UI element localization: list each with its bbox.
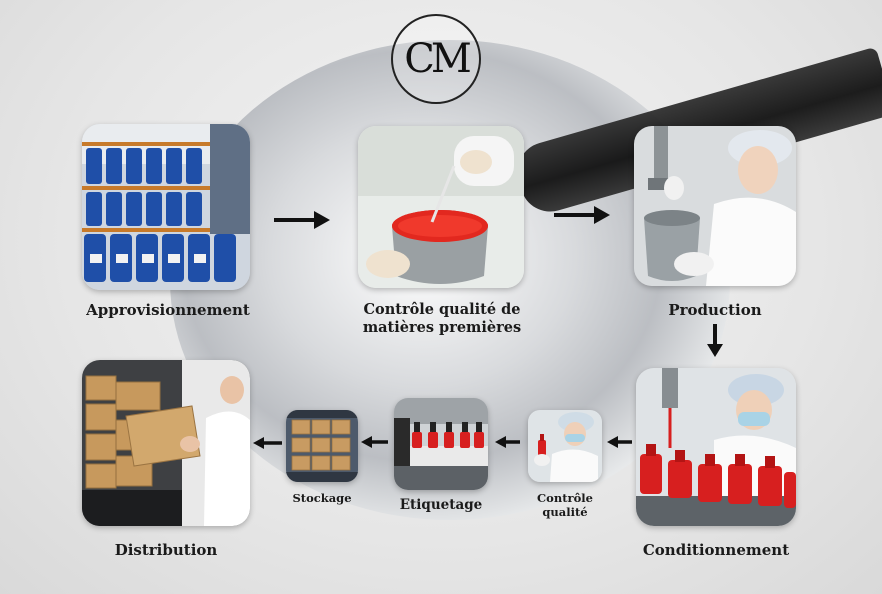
step-controle-matieres-label-line2: matières premières bbox=[362, 319, 522, 337]
step-controle-qualite-image bbox=[528, 410, 602, 482]
arrow-production-to-conditionnement bbox=[707, 324, 723, 357]
step-approvisionnement-image bbox=[82, 124, 250, 290]
arrow-stockage-to-distribution bbox=[253, 437, 282, 449]
step-controle-matieres-label-line1: Contrôle qualité de bbox=[363, 301, 521, 318]
logo-text: CM bbox=[404, 36, 472, 82]
step-etiquetage-label: Etiquetage bbox=[399, 497, 483, 513]
step-controle-qualite-label-line1: Contrôle bbox=[537, 491, 593, 505]
step-controle-matieres-image bbox=[358, 126, 524, 288]
arrow-controle-to-production bbox=[554, 206, 610, 224]
step-approvisionnement-label: Approvisionnement bbox=[86, 301, 250, 319]
step-conditionnement-label: Conditionnement bbox=[642, 541, 790, 559]
step-stockage-image bbox=[286, 410, 358, 482]
step-controle-matieres-label: Contrôle qualité de matières premières bbox=[350, 301, 534, 337]
step-controle-qualite-label-line2: qualité bbox=[542, 505, 588, 520]
step-conditionnement-image bbox=[636, 368, 796, 526]
brand-logo: CM bbox=[391, 14, 481, 104]
step-distribution-image bbox=[82, 360, 250, 526]
arrow-approvisionnement-to-controle bbox=[274, 211, 330, 229]
step-production-image bbox=[634, 126, 796, 286]
step-stockage-label: Stockage bbox=[292, 491, 352, 505]
arrow-controle-qualite-to-etiquetage bbox=[495, 436, 520, 448]
step-production-label: Production bbox=[668, 301, 762, 319]
step-controle-qualite-label: Contrôle qualité bbox=[520, 491, 610, 520]
step-etiquetage-image bbox=[394, 398, 488, 490]
arrow-etiquetage-to-stockage bbox=[361, 436, 388, 448]
step-distribution-label: Distribution bbox=[114, 541, 218, 559]
arrow-conditionnement-to-controle-qualite bbox=[607, 436, 632, 448]
